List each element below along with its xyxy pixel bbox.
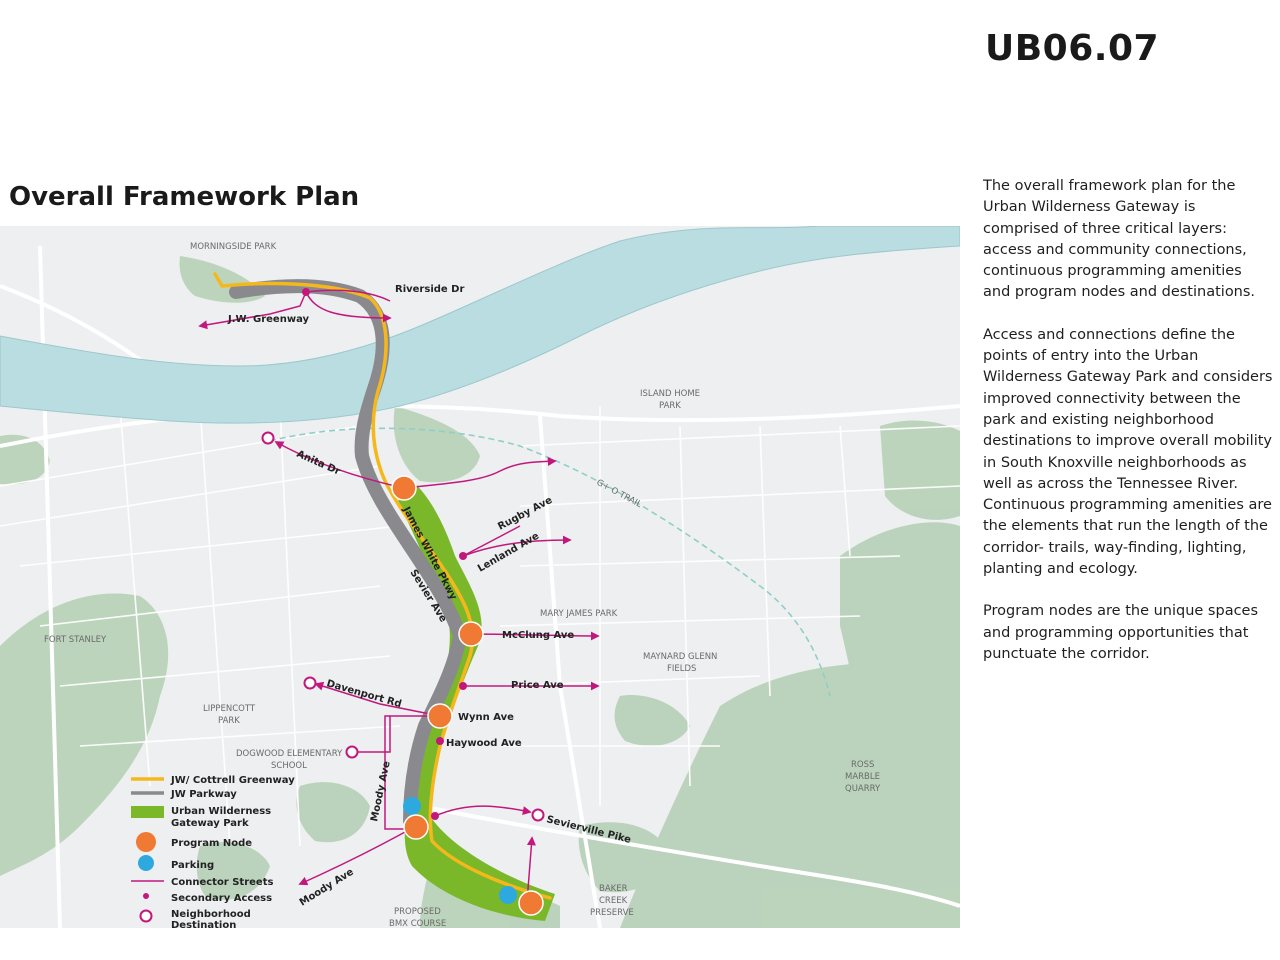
map-canvas: Riverside Dr J.W. Greenway Anita Dr Jame… (0, 226, 960, 928)
label-riverside-dr: Riverside Dr (395, 284, 464, 295)
label-morningside-park: MORNINGSIDE PARK (190, 242, 277, 252)
label-baker-3: PRESERVE (590, 908, 634, 918)
label-ross-3: QUARRY (845, 784, 881, 794)
label-mcclung-ave: McClung Ave (502, 630, 574, 641)
legend-secondary: Secondary Access (171, 893, 272, 904)
program-nodes (391, 475, 544, 916)
plan-title: Overall Framework Plan (9, 182, 360, 212)
minor-streets (0, 405, 960, 847)
label-lippencott-2: PARK (218, 716, 240, 726)
label-baker-2: CREEK (599, 896, 628, 906)
go-trail (269, 427, 831, 697)
framework-map: Riverside Dr J.W. Greenway Anita Dr Jame… (0, 226, 960, 928)
description-paragraph-3: Program nodes are the unique spaces and … (983, 603, 1259, 662)
label-baker-1: BAKER (599, 884, 628, 894)
label-mary-james-park: MARY JAMES PARK (540, 609, 618, 619)
label-fort-stanley: FORT STANLEY (44, 635, 107, 645)
label-maynard-1: MAYNARD GLENN (643, 652, 717, 662)
label-dogwood-2: SCHOOL (271, 761, 307, 771)
label-bmx-1: PROPOSED (394, 907, 441, 917)
label-island-home-2: PARK (659, 401, 681, 411)
jw-cottrell-greenway (213, 272, 552, 900)
legend-parkway: JW Parkway (170, 789, 237, 800)
description-paragraph-2: Access and connections define the points… (983, 326, 1273, 578)
legend-destination-1: Neighborhood (171, 909, 251, 920)
map-legend: JW/ Cottrell Greenway JW Parkway Urban W… (131, 775, 295, 928)
parking-markers (403, 797, 517, 904)
label-wynn-ave: Wynn Ave (458, 712, 514, 723)
label-lippencott-1: LIPPENCOTT (203, 704, 256, 714)
legend-park-1: Urban Wilderness (171, 806, 271, 817)
label-ross-1: ROSS (851, 760, 874, 770)
label-price-ave: Price Ave (511, 680, 564, 691)
neighborhood-destinations (261, 431, 545, 822)
label-island-home-1: ISLAND HOME (640, 389, 700, 399)
legend-park-2: Gateway Park (171, 818, 249, 829)
legend-greenway: JW/ Cottrell Greenway (170, 775, 295, 786)
label-jw-greenway: J.W. Greenway (227, 314, 310, 325)
description-text: The overall framework plan for the Urban… (983, 176, 1273, 686)
legend-connector: Connector Streets (171, 877, 273, 888)
label-ross-2: MARBLE (845, 772, 880, 782)
label-maynard-2: FIELDS (667, 664, 696, 674)
connector-streets (198, 289, 600, 903)
secondary-access (302, 288, 467, 820)
label-haywood-ave: Haywood Ave (446, 738, 522, 749)
legend-program-node: Program Node (171, 838, 252, 849)
label-bmx-2: BMX COURSE (389, 919, 446, 928)
legend-destination-2: Destination (171, 920, 236, 928)
legend-parking: Parking (171, 860, 214, 871)
tennessee-river (0, 226, 960, 424)
sheet-code: UB06.07 (985, 28, 1160, 69)
description-paragraph-1: The overall framework plan for the Urban… (983, 178, 1256, 301)
label-dogwood-1: DOGWOOD ELEMENTARY (236, 749, 343, 759)
